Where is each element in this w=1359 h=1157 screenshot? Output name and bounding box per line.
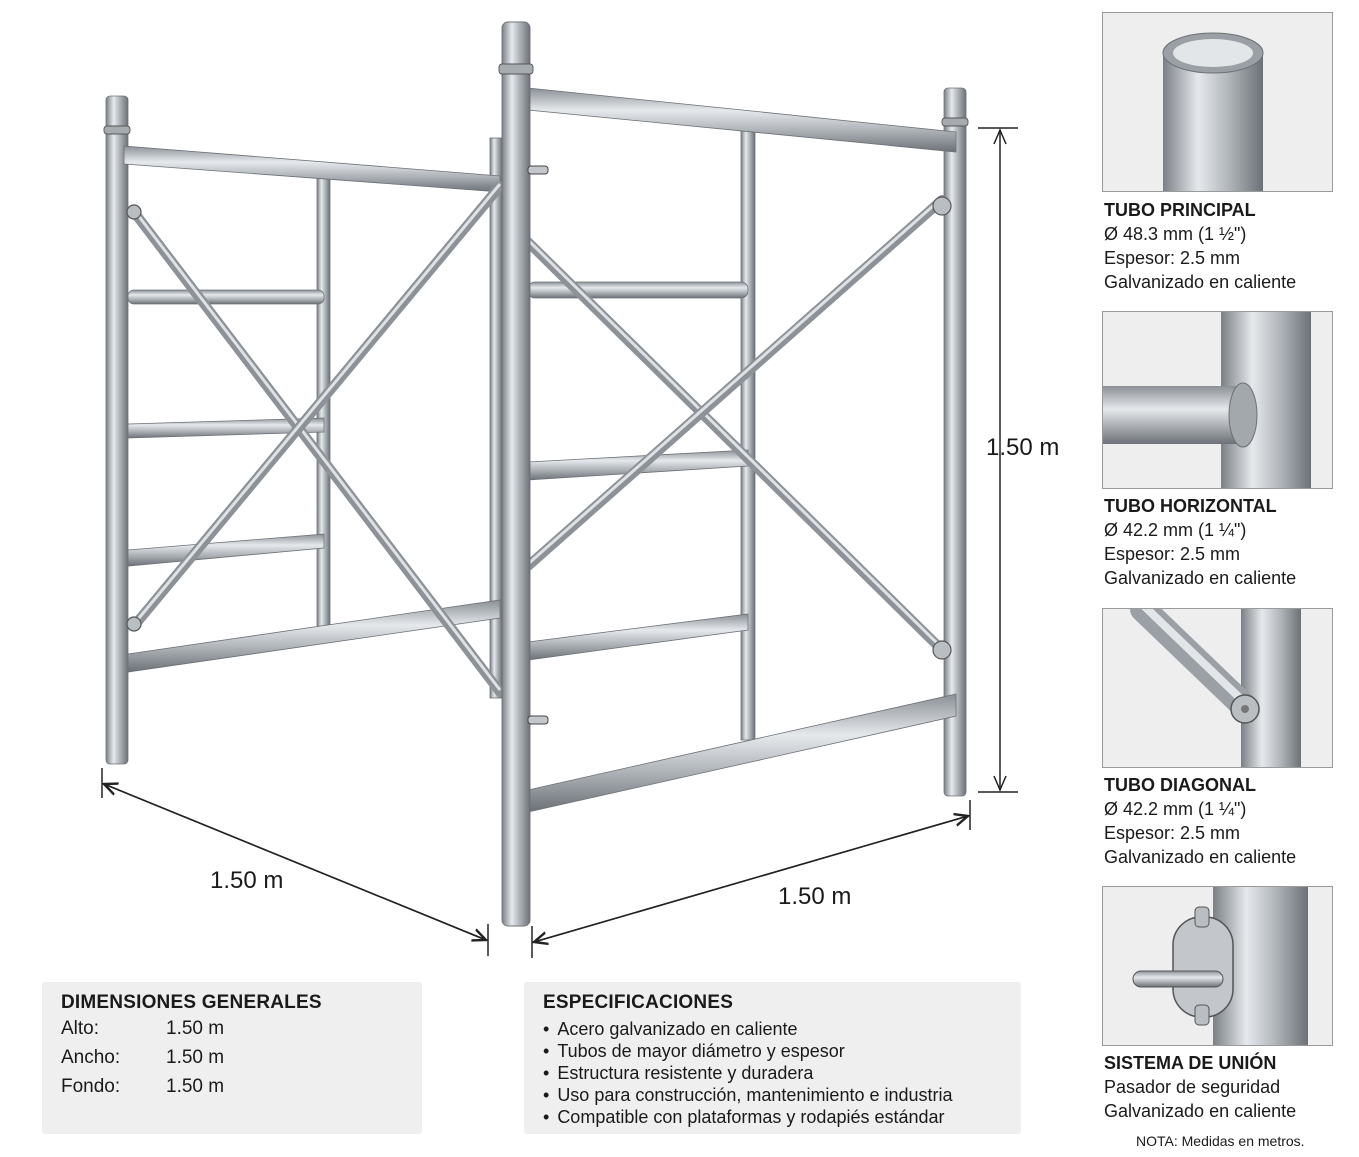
right-rung-3: [527, 613, 749, 661]
left-rung-2: [127, 417, 325, 439]
width-left-dim-line-back: [104, 784, 487, 941]
clamp-top-right: [932, 196, 952, 216]
spec-item: Uso para construcción, mantenimiento e i…: [543, 1084, 1021, 1106]
general-dimensions-title: DIMENSIONES GENERALES: [61, 992, 322, 1013]
left-frame: [105, 95, 505, 765]
right-post-collar: [941, 117, 969, 127]
detail-horizontal-tube-image: [1102, 311, 1333, 489]
right-inner-vertical: [740, 127, 756, 741]
specifications-list: Acero galvanizado en caliente Tubos de m…: [543, 1018, 1021, 1128]
right-diagonal-b-hl: [527, 196, 943, 566]
detail-line: Espesor: 2.5 mm: [1104, 248, 1241, 268]
left-bottom-rail: [127, 599, 501, 673]
spec-item: Estructura resistente y duradera: [543, 1062, 1021, 1084]
detail-line: Espesor: 2.5 mm: [1104, 544, 1241, 564]
height-arrow-top: [993, 128, 1007, 145]
right-diagonal-a-hl: [526, 238, 944, 650]
clamp-left-top: [126, 204, 142, 220]
clamp-bottom-right: [932, 640, 952, 660]
left-rung-3: [127, 533, 325, 567]
left-outer-post: [105, 95, 129, 765]
lock-pin-top: [527, 165, 549, 175]
spec-item: Tubos de mayor diámetro y espesor: [543, 1040, 1021, 1062]
dimension-label: Ancho:: [61, 1047, 121, 1068]
detail-title: SISTEMA DE UNIÓN: [1104, 1053, 1277, 1073]
dimension-value: 1.50 m: [166, 1076, 225, 1097]
main-post-collar: [498, 63, 534, 75]
dimension-value: 1.50 m: [166, 1018, 225, 1039]
detail-horizontal-tube-text: TUBO HORIZONTAL Ø 42.2 mm (1 ¼") Espesor…: [1104, 494, 1296, 590]
dimension-label: Fondo:: [61, 1076, 121, 1097]
detail-main-tube-image: [1102, 12, 1333, 192]
far-right-post: [943, 87, 967, 797]
dimension-value: 1.50 m: [166, 1047, 225, 1068]
scaffold-illustration: [101, 21, 1018, 958]
clamp-left-bottom: [126, 616, 142, 632]
left-top-rail: [123, 145, 501, 193]
left-post-collar: [103, 125, 131, 135]
detail-line: Galvanizado en caliente: [1104, 568, 1297, 588]
width-right-dim-label: 1.50 m: [778, 883, 852, 910]
front-main-post: [103, 21, 969, 927]
detail-line: Ø 48.3 mm (1 ½"): [1104, 224, 1247, 244]
general-dimensions-panel: DIMENSIONES GENERALES Alto: 1.50 m Ancho…: [42, 982, 422, 1134]
detail-line: Galvanizado en caliente: [1104, 272, 1297, 292]
height-dim-label: 1.50 m: [986, 434, 1060, 461]
detail-title: TUBO HORIZONTAL: [1104, 496, 1277, 516]
detail-title: TUBO PRINCIPAL: [1104, 200, 1256, 220]
main-post-tube: [501, 21, 531, 927]
width-left-dim-label: 1.50 m: [210, 867, 284, 894]
detail-line: Ø 42.2 mm (1 ¼"): [1104, 799, 1247, 819]
specifications-title: ESPECIFICACIONES: [543, 992, 734, 1013]
right-frame: [489, 87, 967, 813]
measurement-note: NOTA: Medidas en metros.: [1136, 1133, 1305, 1149]
detail-line: Galvanizado en caliente: [1104, 1101, 1297, 1121]
height-arrow-bottom: [993, 775, 1007, 792]
spec-item: Acero galvanizado en caliente: [543, 1018, 1021, 1040]
right-rung-1: [527, 281, 749, 299]
detail-title: TUBO DIAGONAL: [1104, 775, 1256, 795]
dimension-label: Alto:: [61, 1018, 100, 1039]
spec-item: Compatible con plataformas y rodapiés es…: [543, 1106, 1021, 1128]
detail-line: Espesor: 2.5 mm: [1104, 823, 1241, 843]
dimension-lines: [101, 127, 1018, 958]
left-rung-1: [127, 289, 325, 305]
detail-line: Ø 42.2 mm (1 ¼"): [1104, 520, 1247, 540]
dimension-row: Alto: 1.50 m: [61, 1018, 422, 1047]
detail-main-tube-text: TUBO PRINCIPAL Ø 48.3 mm (1 ½") Espesor:…: [1104, 198, 1296, 294]
dimension-row: Fondo: 1.50 m: [61, 1076, 422, 1105]
left-diagonal-a-hl: [132, 209, 502, 691]
dimension-row: Ancho: 1.50 m: [61, 1047, 422, 1076]
detail-connection-text: SISTEMA DE UNIÓN Pasador de seguridad Ga…: [1104, 1051, 1296, 1123]
detail-diagonal-tube-text: TUBO DIAGONAL Ø 42.2 mm (1 ¼") Espesor: …: [1104, 773, 1296, 869]
detail-diagonal-tube-image: [1102, 608, 1333, 768]
detail-line: Pasador de seguridad: [1104, 1077, 1281, 1097]
lock-pin-bottom: [527, 715, 549, 725]
specifications-panel: ESPECIFICACIONES Acero galvanizado en ca…: [524, 982, 1021, 1134]
width-right-dim-line-back: [534, 815, 969, 942]
left-diagonal-b-hl: [132, 183, 502, 625]
detail-line: Galvanizado en caliente: [1104, 847, 1297, 867]
detail-connection-image: [1102, 886, 1333, 1046]
